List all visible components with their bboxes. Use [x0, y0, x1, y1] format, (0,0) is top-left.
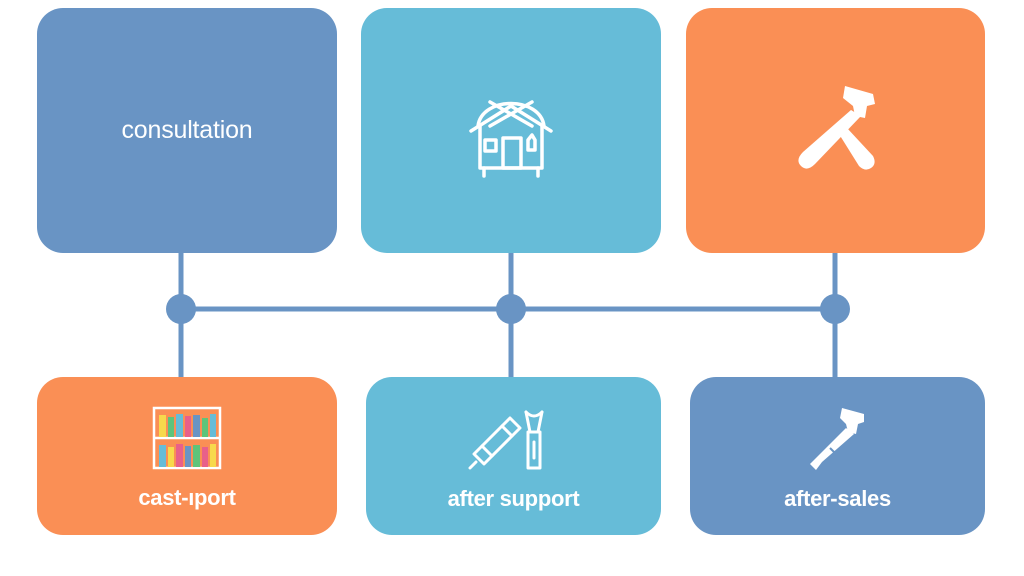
- after-sales-label: after-sales: [784, 486, 891, 511]
- consultation-label: consultation: [121, 116, 253, 144]
- house-icon: [469, 99, 553, 178]
- right-junction-node: [820, 294, 850, 324]
- wrench-card: [686, 8, 985, 253]
- after-sales-card: after-sales: [690, 377, 985, 535]
- middle-junction-node: [496, 294, 526, 324]
- consultation-card: consultation: [37, 8, 337, 253]
- wrench-icon: [809, 408, 864, 470]
- cast-iport-label: cast-ıport: [138, 485, 236, 510]
- left-junction-node: [166, 294, 196, 324]
- wrench-icon: [797, 85, 875, 170]
- house-card: [361, 8, 661, 253]
- after-support-label: after support: [447, 486, 580, 511]
- bookshelf-icon: [152, 406, 222, 470]
- cast-iport-card: cast-ıport: [37, 377, 337, 535]
- tools-icon: [468, 410, 543, 470]
- after-support-card: after support: [366, 377, 661, 535]
